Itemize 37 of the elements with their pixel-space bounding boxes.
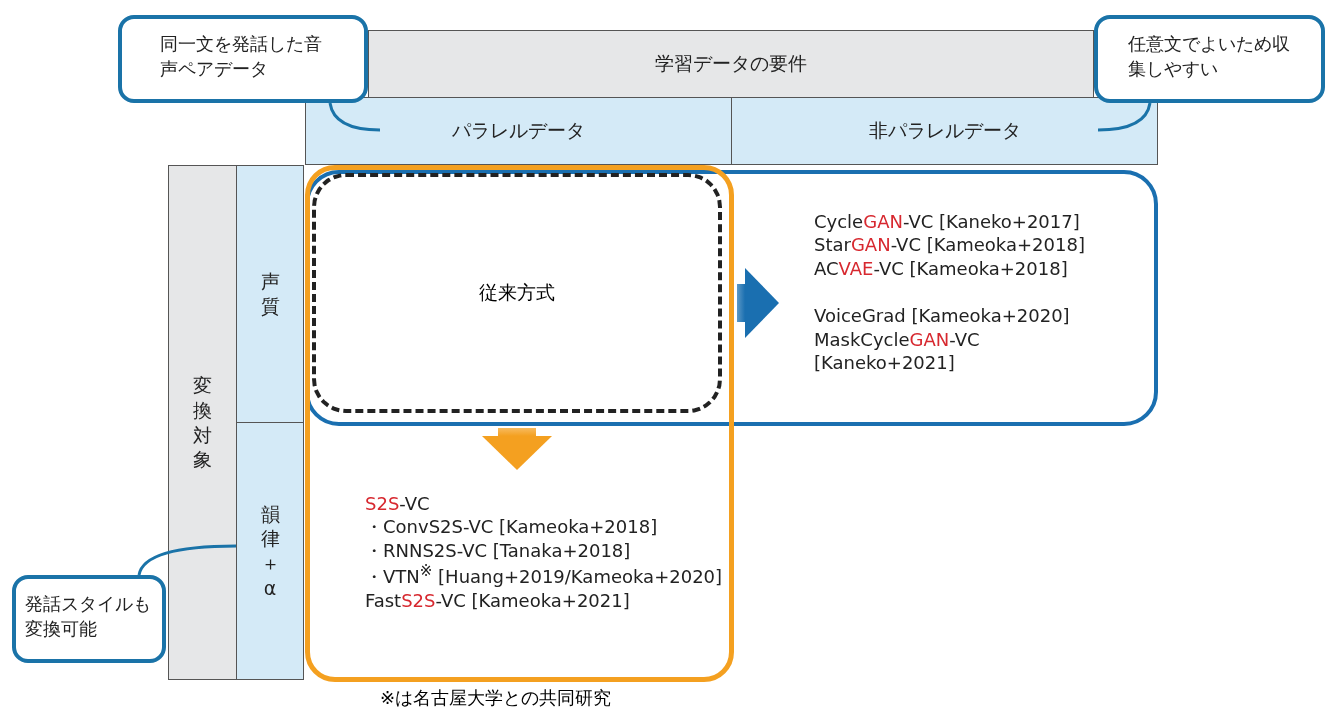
block-arrow — [737, 268, 779, 338]
cell-label: 学習データの要件 — [655, 51, 807, 76]
cell-label: パラレルデータ — [452, 118, 585, 143]
method-text: ・VTN$^{※}$ [Huang+2019/Kameoka+2020] — [365, 562, 724, 589]
footnote: ※は名古屋大学との共同研究 — [380, 686, 612, 708]
method-text: MaskCycleGAN-VC [Kaneko+2021] — [814, 327, 981, 375]
method-text: ・ConvS2S-VC [Kameoka+2018] — [365, 515, 659, 539]
method-text: CycleGAN-VC [Kaneko+2017] — [814, 210, 1081, 234]
method-box — [305, 165, 734, 682]
callout-box — [118, 15, 368, 103]
callout-text: 任意文でよいため収集しやすい — [1128, 33, 1290, 80]
callout-text: 発話スタイルも変換可能 — [25, 593, 151, 640]
cell-label: 韻律＋α — [259, 501, 281, 601]
callout-box — [12, 575, 166, 663]
method-text: ・RNNS2S-VC [Tanaka+2018] — [365, 538, 632, 563]
method-text: StarGAN-VC [Kameoka+2018] — [814, 233, 1086, 257]
cell-label: 非パラレルデータ — [868, 118, 1021, 143]
method-text: VoiceGrad [Kameoka+2020] — [814, 304, 1071, 328]
method-text: S2S-VC — [365, 492, 431, 516]
callout-box — [1094, 15, 1325, 103]
callout-text: 同一文を発話した音声ペアデータ — [160, 33, 322, 80]
method-text: ACVAE-VC [Kameoka+2018] — [814, 256, 1069, 281]
cell-label: 変換対象 — [192, 373, 213, 472]
callout-line — [328, 102, 381, 132]
callout-line — [137, 544, 237, 576]
header-cell — [368, 30, 1094, 98]
dashed-box — [312, 173, 722, 413]
callout-line — [1097, 102, 1152, 132]
cell-label: 声質 — [259, 269, 281, 319]
row-header-cell — [236, 165, 304, 423]
header-cell — [305, 97, 732, 165]
row-header-cell — [168, 165, 237, 680]
row-header-cell — [236, 422, 304, 680]
header-cell — [731, 97, 1158, 165]
box-label: 従来方式 — [479, 280, 555, 305]
method-text: FastS2S-VC [Kameoka+2021] — [365, 588, 631, 612]
block-arrow — [482, 428, 552, 470]
